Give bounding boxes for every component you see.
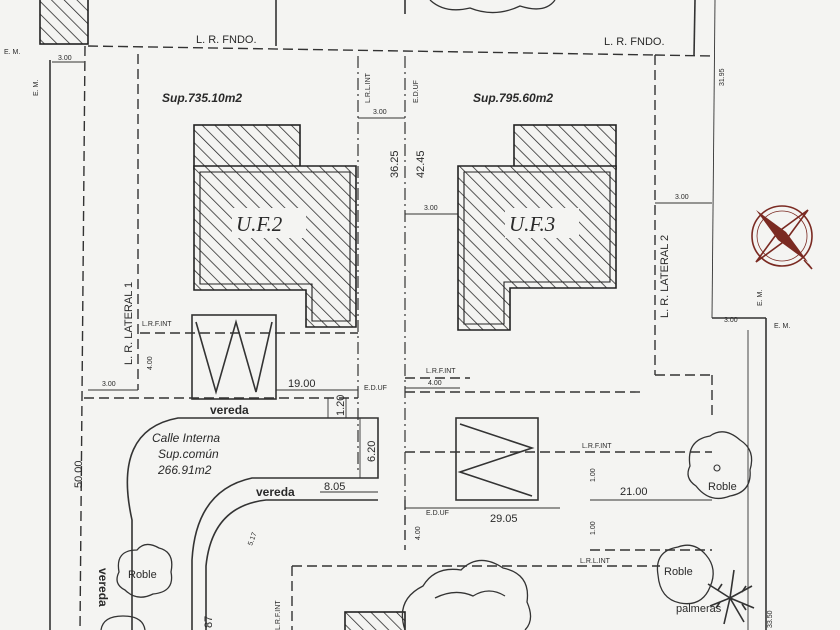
dim-400-mid: 4.00 [428, 380, 442, 387]
uf2-house [193, 165, 357, 328]
vereda-middle-label: vereda [256, 485, 295, 499]
edu-uf-label-top: E.D.UF [413, 80, 420, 103]
uf3-label: U.F.3 [509, 212, 555, 236]
lower-lot-building [344, 611, 406, 630]
neighbor-building [39, 0, 89, 45]
dim-2100: 21.00 [620, 486, 648, 498]
vereda-left-label: vereda [96, 568, 110, 607]
uf2-parking-zigzag [195, 319, 273, 395]
dim-1900: 19.00 [288, 378, 316, 390]
calle-interna-curb [205, 499, 378, 630]
dim-620: 6.20 [366, 441, 378, 462]
roble-label-right: Roble [708, 481, 737, 493]
dim-300-uf3-right: 3.00 [675, 194, 689, 201]
dim-87: 87 [203, 616, 215, 628]
uf3-parking [455, 417, 539, 501]
dim-100-uf3-a: 1.00 [590, 468, 597, 482]
lrf-int-label-mid: L.R.F.INT [426, 368, 456, 375]
lrf-int-label-uf3: L.R.F.INT [582, 443, 612, 450]
lrl-int-label-top: L.R.L.INT [365, 72, 372, 103]
dim-300-right: 3.00 [724, 317, 738, 324]
uf3-parking-zigzag [457, 423, 535, 497]
dim-120: 1.20 [335, 395, 347, 416]
uf2-garage [193, 124, 301, 170]
dim-4245: 42.45 [415, 150, 427, 178]
uf3-house [457, 165, 617, 331]
dim-100-uf3-b: 1.00 [590, 521, 597, 535]
lrf-int-label-uf2: L.R.F.INT [142, 321, 172, 328]
uf2-parking [191, 314, 277, 400]
tree-icon [116, 543, 173, 598]
uf2-label: U.F.2 [236, 212, 283, 236]
lrf-int-label-bottom: L.R.F.INT [275, 600, 282, 630]
dim-805: 8.05 [324, 481, 345, 493]
dim-300-uf3: 3.00 [424, 205, 438, 212]
sup-comun-label: Sup.común [158, 447, 219, 461]
vereda-top-label: vereda [210, 403, 249, 417]
tree-icon [656, 544, 714, 605]
left-lot-boundary [79, 45, 86, 630]
lr-fondo-label-right: L. R. FNDO. [604, 36, 665, 48]
rear-boundary-line [87, 45, 656, 56]
em-label-vertical: E. M. [33, 80, 40, 96]
dim-300-center: 3.00 [373, 109, 387, 116]
edu-uf-label-mid: E.D.UF [364, 385, 387, 392]
tree-icon [401, 559, 532, 630]
dim-3625: 36.25 [389, 150, 401, 178]
roble-label-lower: Roble [664, 566, 693, 578]
uf2-house-inner [199, 171, 351, 322]
rear-boundary-right [654, 54, 713, 57]
sup-comun-value: 266.91m2 [157, 463, 212, 477]
dim-300-uf2-lower: 3.00 [102, 381, 116, 388]
em-label-top-left: E. M. [4, 49, 20, 56]
sup-uf3-label: Sup.795.60m2 [473, 91, 553, 105]
dim-300-top-left: 3.00 [58, 55, 72, 62]
uf2-label-bg [232, 208, 306, 238]
tree-icon [687, 431, 753, 500]
dim-400-uf2: 4.00 [147, 356, 154, 370]
uf3-garage [513, 124, 617, 170]
roble-label-left: Roble [128, 569, 157, 581]
lrl-int-label-lower: L.R.L.INT [580, 558, 611, 565]
sup-uf2-label: Sup.735.10m2 [162, 91, 242, 105]
top-tree-remnant [429, 0, 556, 14]
dim-2905: 29.05 [490, 513, 518, 525]
calle-interna-outline [126, 417, 379, 630]
lr-fondo-label-left: L. R. FNDO. [196, 34, 257, 46]
tree-icon [100, 615, 146, 630]
em-label-right: E. M. [774, 323, 790, 330]
edu-uf-label-lower: E.D.UF [426, 510, 449, 517]
right-lot-boundary [693, 0, 696, 57]
dim-3195-right: 31.95 [719, 68, 726, 86]
lr-lateral-2-label: L. R. LATERAL 2 [659, 235, 671, 318]
palm-tree-icon [707, 569, 755, 625]
compass-rose-icon [751, 205, 813, 270]
uf3-house-inner [463, 171, 611, 325]
uf3-label-bg [505, 208, 579, 238]
calle-interna-label: Calle Interna [152, 431, 220, 445]
dim-3350-right: 33.50 [767, 610, 774, 628]
dim-5000-left: 50.00 [73, 460, 85, 488]
em-label-right-vertical: E. M. [757, 290, 764, 306]
right-dim-line [711, 0, 716, 319]
dim-400-lower: 4.00 [415, 526, 422, 540]
lr-lateral-1-label: L. R. LATERAL 1 [123, 282, 135, 365]
palmeras-label: palmeras [676, 603, 722, 615]
dim-517: 5.17 [247, 531, 258, 546]
